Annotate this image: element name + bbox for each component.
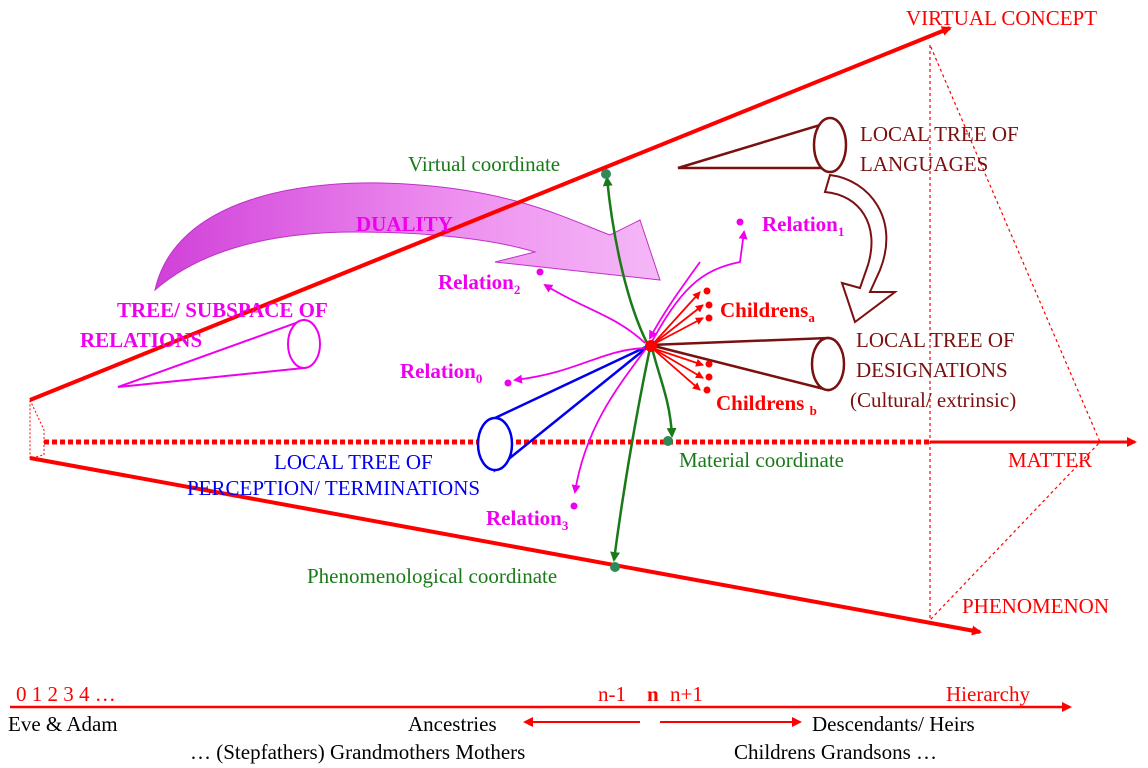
material-coordinate-label: Material coordinate xyxy=(679,448,845,472)
childrens-b-arrows xyxy=(651,347,704,391)
virtual-coordinate-arrow xyxy=(602,176,650,346)
relation1-dot xyxy=(736,218,744,226)
timeline-ancestries: Ancestries xyxy=(408,712,497,736)
relation3-dot xyxy=(570,502,578,510)
material-coordinate-arrow xyxy=(650,347,677,438)
virtual-axis-line xyxy=(29,26,952,402)
timeline-numbers: 0 1 2 3 4 … xyxy=(16,682,116,706)
timeline-hierarchy: Hierarchy xyxy=(946,682,1030,706)
timeline-eve-adam: Eve & Adam xyxy=(8,712,118,736)
languages-cone xyxy=(677,116,848,174)
perception-label-line1: LOCAL TREE OF xyxy=(274,450,433,474)
relations-tree-label-line2: RELATIONS xyxy=(80,328,203,352)
relation-incoming-arrow xyxy=(649,261,701,340)
duality-label: DUALITY xyxy=(356,212,453,236)
perception-cone xyxy=(476,343,651,473)
relation2-arrow xyxy=(543,283,646,344)
matter-label: MATTER xyxy=(1008,448,1092,472)
relation1-label: Relation1 xyxy=(762,212,845,240)
designations-label-line3: (Cultural/ extrinsic) xyxy=(850,388,1017,412)
relation2-dot xyxy=(536,268,544,276)
relation1-arrow xyxy=(649,230,748,346)
relations-tree-label-line1: TREE/ SUBSPACE OF xyxy=(117,298,328,322)
languages-label-line1: LOCAL TREE OF xyxy=(860,122,1019,146)
languages-to-designations-arrow xyxy=(823,173,898,324)
timeline-n-plus-1: n+1 xyxy=(670,682,703,706)
apex-shape xyxy=(29,399,45,459)
virtual-coordinate-label: Virtual coordinate xyxy=(408,152,561,176)
relations-cone xyxy=(117,318,321,388)
perception-label-line2: PERCEPTION/ TERMINATIONS xyxy=(187,476,481,500)
designations-label-line2: DESIGNATIONS xyxy=(856,358,1008,382)
phenomenon-axis-line xyxy=(29,456,982,636)
right-dotted-frame xyxy=(929,44,1101,622)
phenomenological-coordinate-label: Phenomenological coordinate xyxy=(307,564,558,588)
relation3-label: Relation3 xyxy=(486,506,569,534)
timeline-descendants: Descendants/ Heirs xyxy=(812,712,975,736)
childrens-a-arrows xyxy=(651,291,704,346)
relation0-dot xyxy=(504,379,512,387)
relation2-label: Relation2 xyxy=(438,270,521,298)
designations-label-line1: LOCAL TREE OF xyxy=(856,328,1015,352)
designations-cone xyxy=(649,336,846,392)
duality-arrow xyxy=(154,182,661,292)
phenomenon-label: PHENOMENON xyxy=(962,594,1109,618)
timeline-ancestors-row: … (Stepfathers) Grandmothers Mothers xyxy=(190,740,526,764)
relation3-arrow xyxy=(571,349,646,494)
relation0-arrow xyxy=(513,347,646,384)
childrens-b-label: Childrens b xyxy=(716,391,817,419)
relation0-label: Relation0 xyxy=(400,359,483,387)
timeline-n-minus-1: n-1 xyxy=(598,682,626,706)
virtual-concept-label: VIRTUAL CONCEPT xyxy=(906,6,1098,30)
phenomenological-coordinate-dot xyxy=(610,562,620,572)
childrens-dots xyxy=(703,287,713,394)
central-node xyxy=(645,340,657,352)
childrens-a-label: Childrensa xyxy=(720,298,815,326)
material-coordinate-dot xyxy=(663,436,673,446)
languages-label-line2: LANGUAGES xyxy=(860,152,989,176)
virtual-coordinate-dot xyxy=(601,169,611,179)
phenomenological-coordinate-arrow xyxy=(610,347,652,562)
timeline-n: n xyxy=(647,682,659,706)
timeline-descendants-row: Childrens Grandsons … xyxy=(734,740,937,764)
